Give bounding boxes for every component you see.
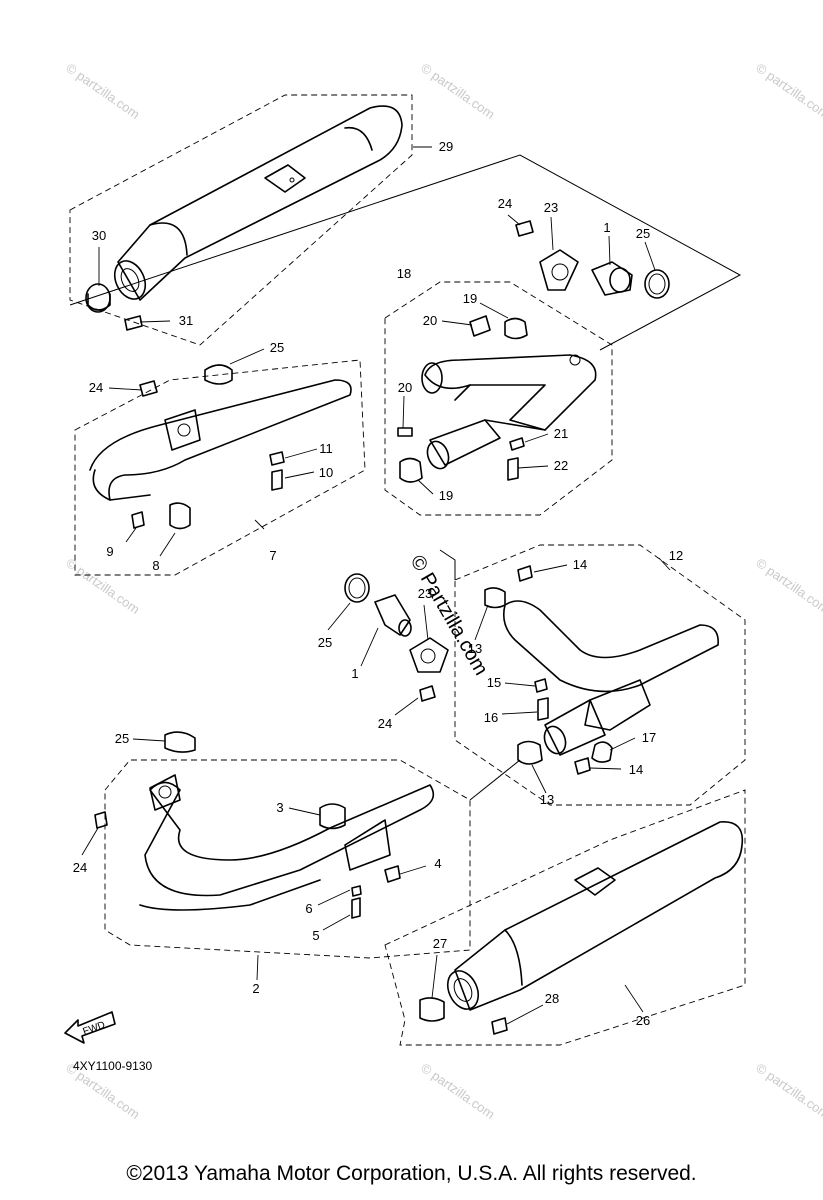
callout-24: 24 — [498, 196, 512, 211]
pipe-12-group — [439, 544, 746, 806]
callout-13: 13 — [540, 792, 554, 807]
watermark-text: © partzilla.com — [418, 1060, 497, 1122]
callout-14: 14 — [573, 557, 587, 572]
callout-26: 26 — [636, 1013, 650, 1028]
callout-9: 9 — [106, 544, 113, 559]
callout-30: 30 — [92, 228, 106, 243]
muffler-29-group — [69, 94, 413, 346]
callout-18: 18 — [397, 266, 411, 281]
callout-22: 22 — [554, 458, 568, 473]
callout-19: 19 — [439, 488, 453, 503]
callout-4: 4 — [434, 856, 441, 871]
callout-3: 3 — [276, 800, 283, 815]
callout-23: 23 — [544, 200, 558, 215]
watermark-text: © partzilla.com — [418, 60, 497, 122]
callout-25: 25 — [270, 340, 284, 355]
callout-2: 2 — [252, 981, 259, 996]
callout-21: 21 — [554, 426, 568, 441]
callout-1: 1 — [351, 666, 358, 681]
callout-16: 16 — [484, 710, 498, 725]
callout-7: 7 — [269, 548, 276, 563]
watermark-text: © partzilla.com — [753, 60, 823, 122]
diagram-code: 4XY1100-9130 — [73, 1059, 153, 1073]
watermark-text: © partzilla.com — [63, 60, 142, 122]
callout-25: 25 — [115, 731, 129, 746]
callout-14: 14 — [629, 762, 643, 777]
pipe-2-group — [94, 731, 521, 959]
callout-23: 23 — [418, 586, 432, 601]
callout-labels: 29 30 31 24 23 1 25 18 19 20 20 21 22 19… — [73, 139, 683, 1028]
copyright-notice: ©2013 Yamaha Motor Corporation, U.S.A. A… — [126, 1162, 697, 1185]
callout-28: 28 — [545, 991, 559, 1006]
callout-27: 27 — [433, 936, 447, 951]
callout-20: 20 — [423, 313, 437, 328]
watermark-large: © Partzilla.com — [406, 552, 492, 680]
pipe-18-group — [384, 281, 613, 516]
callout-8: 8 — [152, 558, 159, 573]
callout-25: 25 — [318, 635, 332, 650]
callout-31: 31 — [179, 313, 193, 328]
callout-1: 1 — [603, 220, 610, 235]
callout-5: 5 — [312, 928, 319, 943]
callout-6: 6 — [305, 901, 312, 916]
watermark-text: © partzilla.com — [63, 555, 142, 617]
callout-29: 29 — [439, 139, 453, 154]
watermark-text: © partzilla.com — [753, 555, 823, 617]
callout-11: 11 — [319, 441, 333, 456]
callout-24: 24 — [378, 716, 392, 731]
callout-12: 12 — [669, 548, 683, 563]
callout-10: 10 — [319, 465, 333, 480]
callout-13: 13 — [468, 641, 482, 656]
callout-25: 25 — [636, 226, 650, 241]
forward-arrow-icon: FWD — [64, 1011, 116, 1044]
watermark-text: © partzilla.com — [753, 1060, 823, 1122]
callout-19: 19 — [463, 291, 477, 306]
callout-20: 20 — [398, 380, 412, 395]
callout-24: 24 — [73, 860, 87, 875]
muffler-26-group — [384, 789, 746, 1046]
middle-small-parts — [344, 573, 449, 702]
callout-15: 15 — [487, 675, 501, 690]
leader-lines — [81, 146, 671, 1025]
top-right-small-parts — [69, 154, 742, 351]
callout-24: 24 — [89, 380, 103, 395]
callout-17: 17 — [642, 730, 656, 745]
pipe-7-group — [74, 359, 366, 576]
